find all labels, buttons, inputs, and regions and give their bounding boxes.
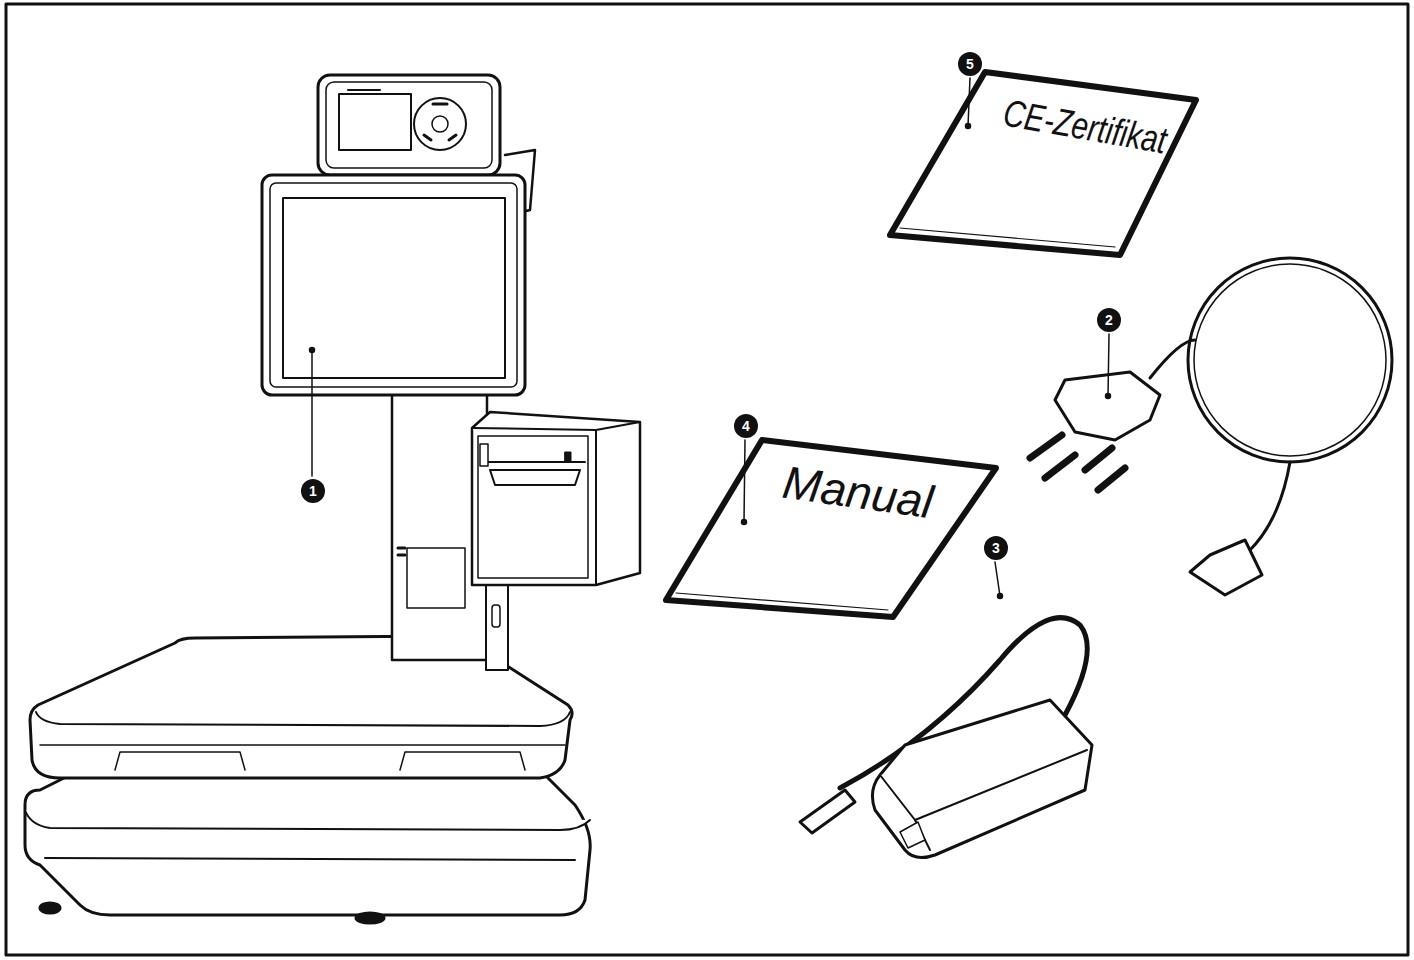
- booklet: [666, 72, 1196, 617]
- scale: [25, 75, 640, 923]
- callout-number: 5: [958, 52, 982, 76]
- callout-number: 2: [1097, 308, 1121, 332]
- power-adapter: [800, 618, 1092, 858]
- power-cord: [1030, 258, 1392, 595]
- frame: [6, 4, 1408, 955]
- leader-line: [310, 78, 1111, 599]
- callout-number: 1: [301, 479, 325, 503]
- callout-number: 3: [984, 536, 1008, 560]
- callout-number: 4: [734, 414, 758, 438]
